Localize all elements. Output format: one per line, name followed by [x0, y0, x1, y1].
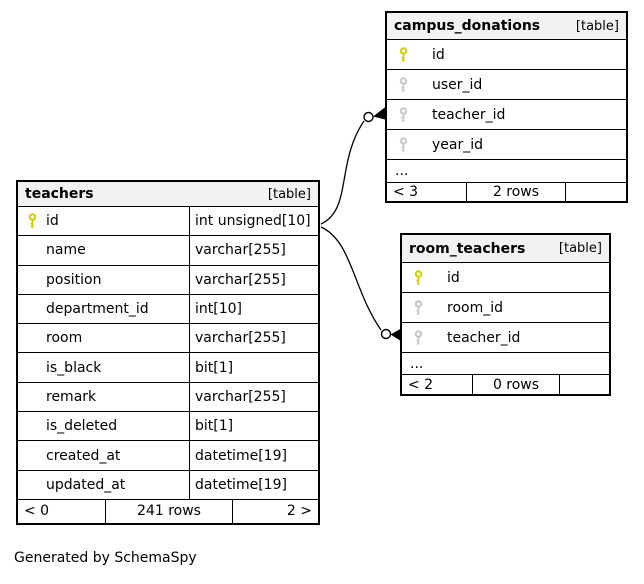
- row-count: 241 rows: [106, 499, 233, 523]
- column-row-id: id: [402, 262, 609, 292]
- foreign-key-icon: [414, 329, 447, 346]
- column-name: user_id: [432, 76, 483, 93]
- table-header-teachers[interactable]: teachers [table]: [18, 182, 318, 206]
- column-name: year_id: [432, 136, 484, 153]
- children-count: [566, 183, 626, 201]
- table-name[interactable]: room_teachers: [409, 240, 526, 257]
- foreign-key-icon: [399, 76, 432, 93]
- foreign-key-icon: [399, 136, 432, 153]
- column-row-created-at: created_at datetime[19]: [18, 440, 318, 470]
- column-row-is-deleted: is_deleted bit[1]: [18, 411, 318, 441]
- column-type: varchar[255]: [195, 242, 286, 259]
- row-count: 0 rows: [473, 375, 560, 394]
- table-name[interactable]: teachers: [25, 186, 94, 202]
- table-campus-donations: campus_donations [table] id user_id: [385, 11, 628, 203]
- column-name: name: [46, 242, 86, 259]
- column-row-user-id: user_id: [387, 69, 626, 99]
- column-name: created_at: [46, 447, 121, 464]
- edge-circle-campus-donations: [363, 111, 374, 123]
- column-type: varchar[255]: [195, 388, 286, 405]
- column-name: position: [46, 271, 102, 288]
- edge-arrowhead-room-teachers: [390, 328, 402, 341]
- edge-teachers-campus-donations: [320, 120, 365, 225]
- primary-key-icon: [414, 269, 447, 286]
- table-type-tag: [table]: [558, 241, 602, 256]
- column-row-teacher-id: teacher_id: [402, 322, 609, 352]
- column-row-teacher-id: teacher_id: [387, 99, 626, 129]
- column-name: remark: [46, 388, 97, 405]
- children-count: 2 >: [286, 503, 312, 520]
- foreign-key-icon: [414, 299, 447, 316]
- column-name: is_black: [46, 359, 102, 376]
- implied-relationships-count: < 0: [18, 499, 106, 523]
- column-row-name: name varchar[255]: [18, 235, 318, 265]
- column-name: room_id: [447, 299, 503, 316]
- column-name: department_id: [46, 301, 149, 318]
- column-row-id: id: [387, 39, 626, 69]
- column-name: teacher_id: [432, 106, 506, 123]
- table-teachers: teachers [table] id int unsigned[10] nam…: [16, 180, 320, 525]
- column-type: bit[1]: [195, 359, 234, 376]
- column-row-id: id int unsigned[10]: [18, 206, 318, 236]
- column-name: teacher_id: [447, 329, 521, 346]
- column-row-department-id: department_id int[10]: [18, 293, 318, 324]
- edge-circle-room-teachers: [380, 328, 392, 340]
- row-count: 2 rows: [467, 183, 566, 201]
- column-type: datetime[19]: [195, 476, 287, 493]
- column-row-room-id: room_id: [402, 292, 609, 322]
- column-row-updated-at: updated_at datetime[19]: [18, 469, 318, 499]
- generated-by-note: Generated by SchemaSpy: [14, 550, 197, 566]
- column-type: bit[1]: [195, 418, 234, 435]
- table-footer-teachers: < 0 241 rows 2 >: [18, 498, 318, 523]
- hidden-columns-ellipsis: ...: [402, 352, 609, 374]
- table-room-teachers: room_teachers [table] id room_id: [400, 233, 611, 396]
- table-footer-room-teachers: < 2 0 rows: [402, 374, 609, 394]
- edge-arrowhead-campus-donations: [373, 106, 386, 120]
- table-header-campus-donations[interactable]: campus_donations [table]: [387, 13, 626, 39]
- column-name: id: [447, 269, 460, 286]
- hidden-columns-ellipsis: ...: [387, 159, 626, 182]
- column-row-remark: remark varchar[255]: [18, 381, 318, 412]
- table-footer-campus-donations: < 3 2 rows: [387, 182, 626, 201]
- implied-relationships-count: < 3: [387, 183, 467, 201]
- table-type-tag: [table]: [575, 18, 619, 34]
- column-type: datetime[19]: [195, 447, 287, 464]
- table-header-room-teachers[interactable]: room_teachers [table]: [402, 235, 609, 262]
- implied-relationships-count: < 2: [402, 375, 473, 394]
- column-row-year-id: year_id: [387, 129, 626, 159]
- column-row-is-black: is_black bit[1]: [18, 352, 318, 382]
- column-type: int unsigned[10]: [195, 213, 311, 230]
- primary-key-icon: [28, 213, 46, 229]
- column-type: varchar[255]: [195, 330, 286, 347]
- column-type: varchar[255]: [195, 271, 286, 288]
- edge-teachers-room-teachers: [320, 226, 382, 331]
- column-name: room: [46, 330, 83, 347]
- children-count: [560, 375, 609, 394]
- column-type: int[10]: [195, 301, 242, 318]
- foreign-key-icon: [399, 106, 432, 123]
- table-name[interactable]: campus_donations: [394, 18, 541, 34]
- column-name: id: [46, 213, 59, 230]
- column-name: updated_at: [46, 476, 126, 493]
- column-row-position: position varchar[255]: [18, 264, 318, 294]
- table-type-tag: [table]: [267, 186, 311, 202]
- column-name: is_deleted: [46, 418, 118, 435]
- column-name: id: [432, 46, 445, 63]
- column-row-room: room varchar[255]: [18, 323, 318, 353]
- primary-key-icon: [399, 46, 432, 63]
